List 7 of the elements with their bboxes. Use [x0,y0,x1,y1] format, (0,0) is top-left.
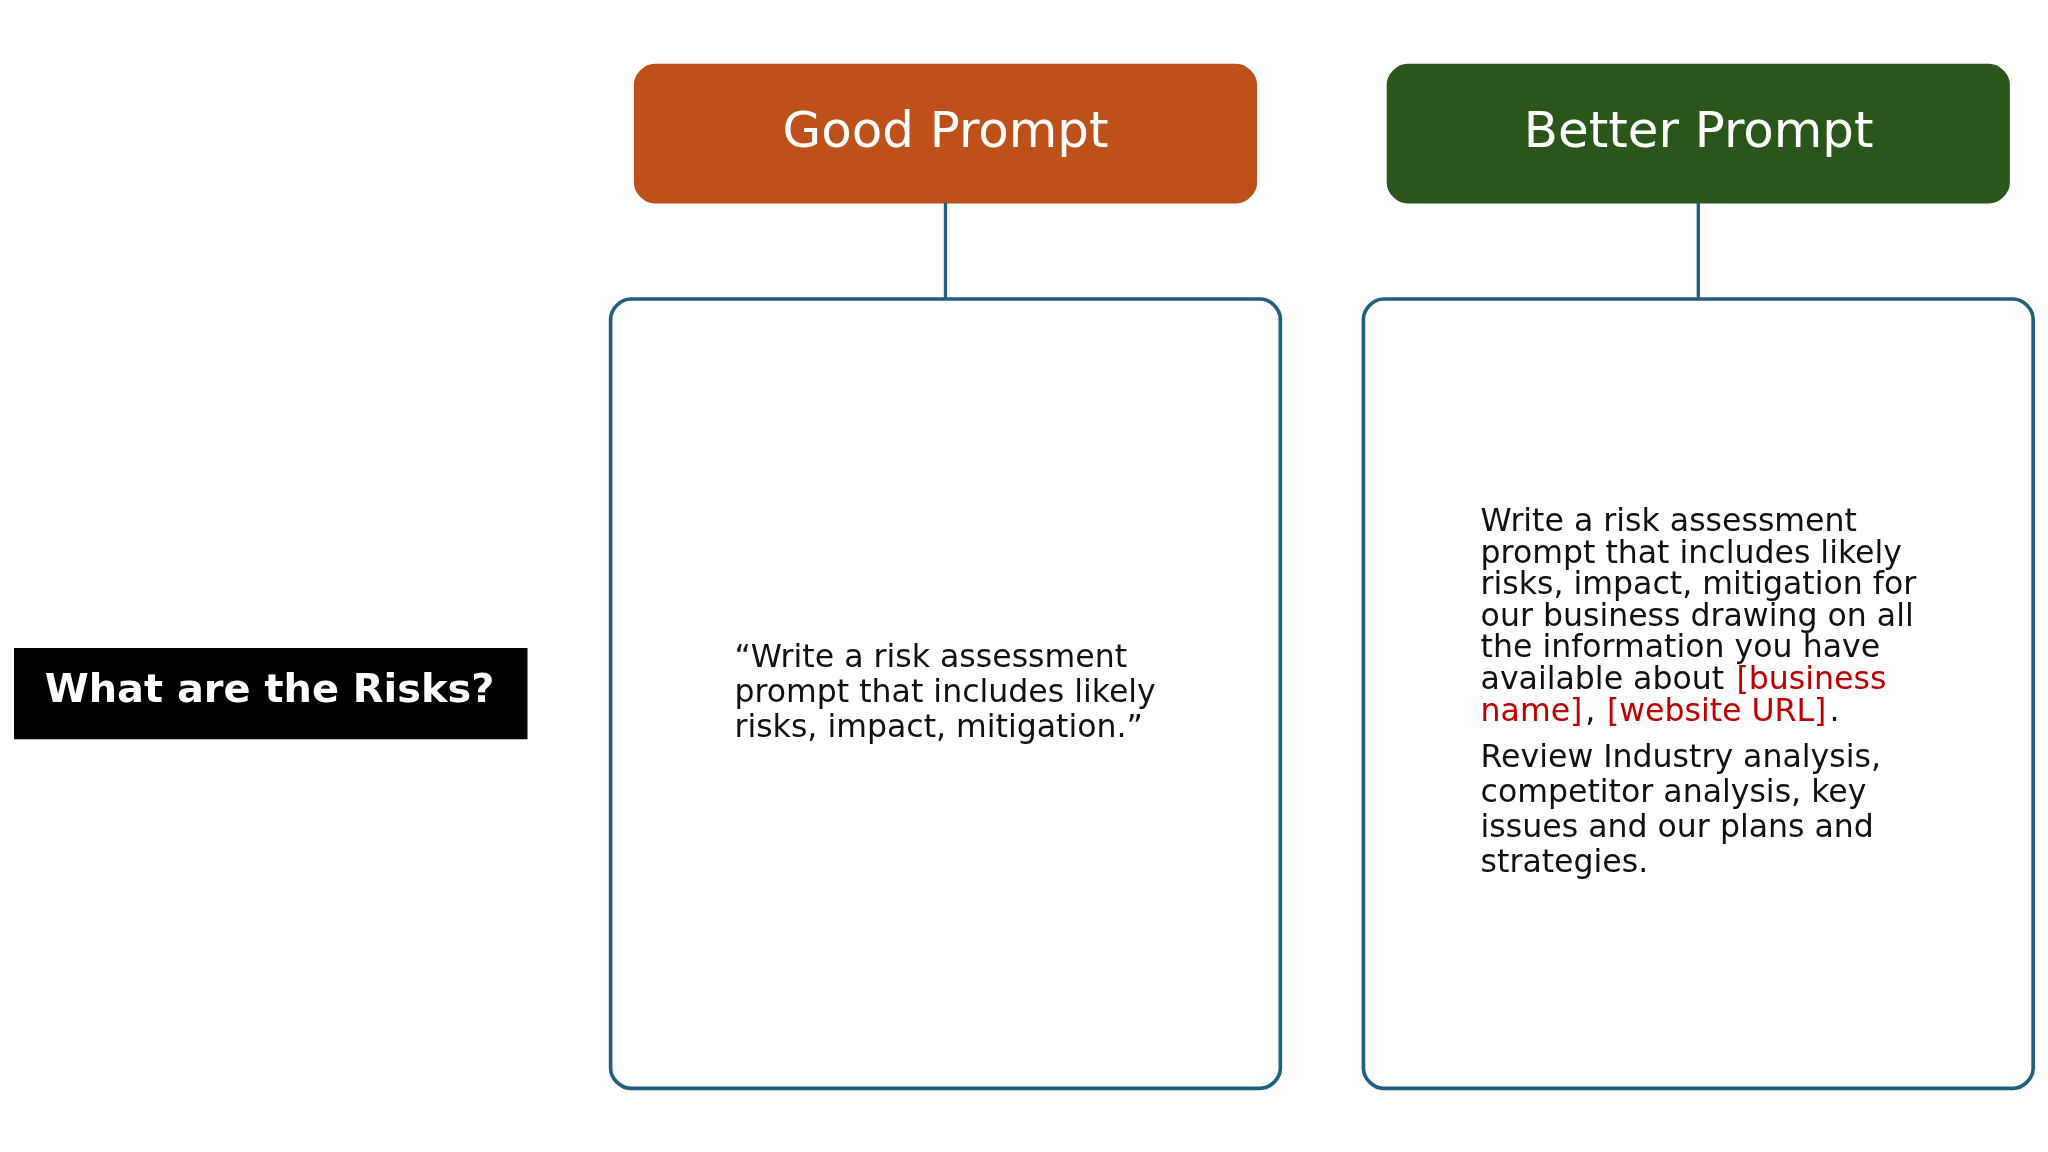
node-box: Good Prompt [633,63,1258,203]
node-box: Write a risk assessment prompt that includes likely risks, impact, mitigation for our business drawing on all the information you have available about [business name], [website URL]. Review Industry analysis, competitor analysis, key issues and our plans and strategies. [1361,296,2035,1090]
node-box: “Write a risk assessment prompt that includes likely risks, impact, mitigation.” [608,296,1283,1090]
node-box: Better Prompt [1386,63,2010,203]
connector [943,202,948,298]
node-box: What are the Risks? [14,647,528,739]
connector [1696,202,1700,298]
